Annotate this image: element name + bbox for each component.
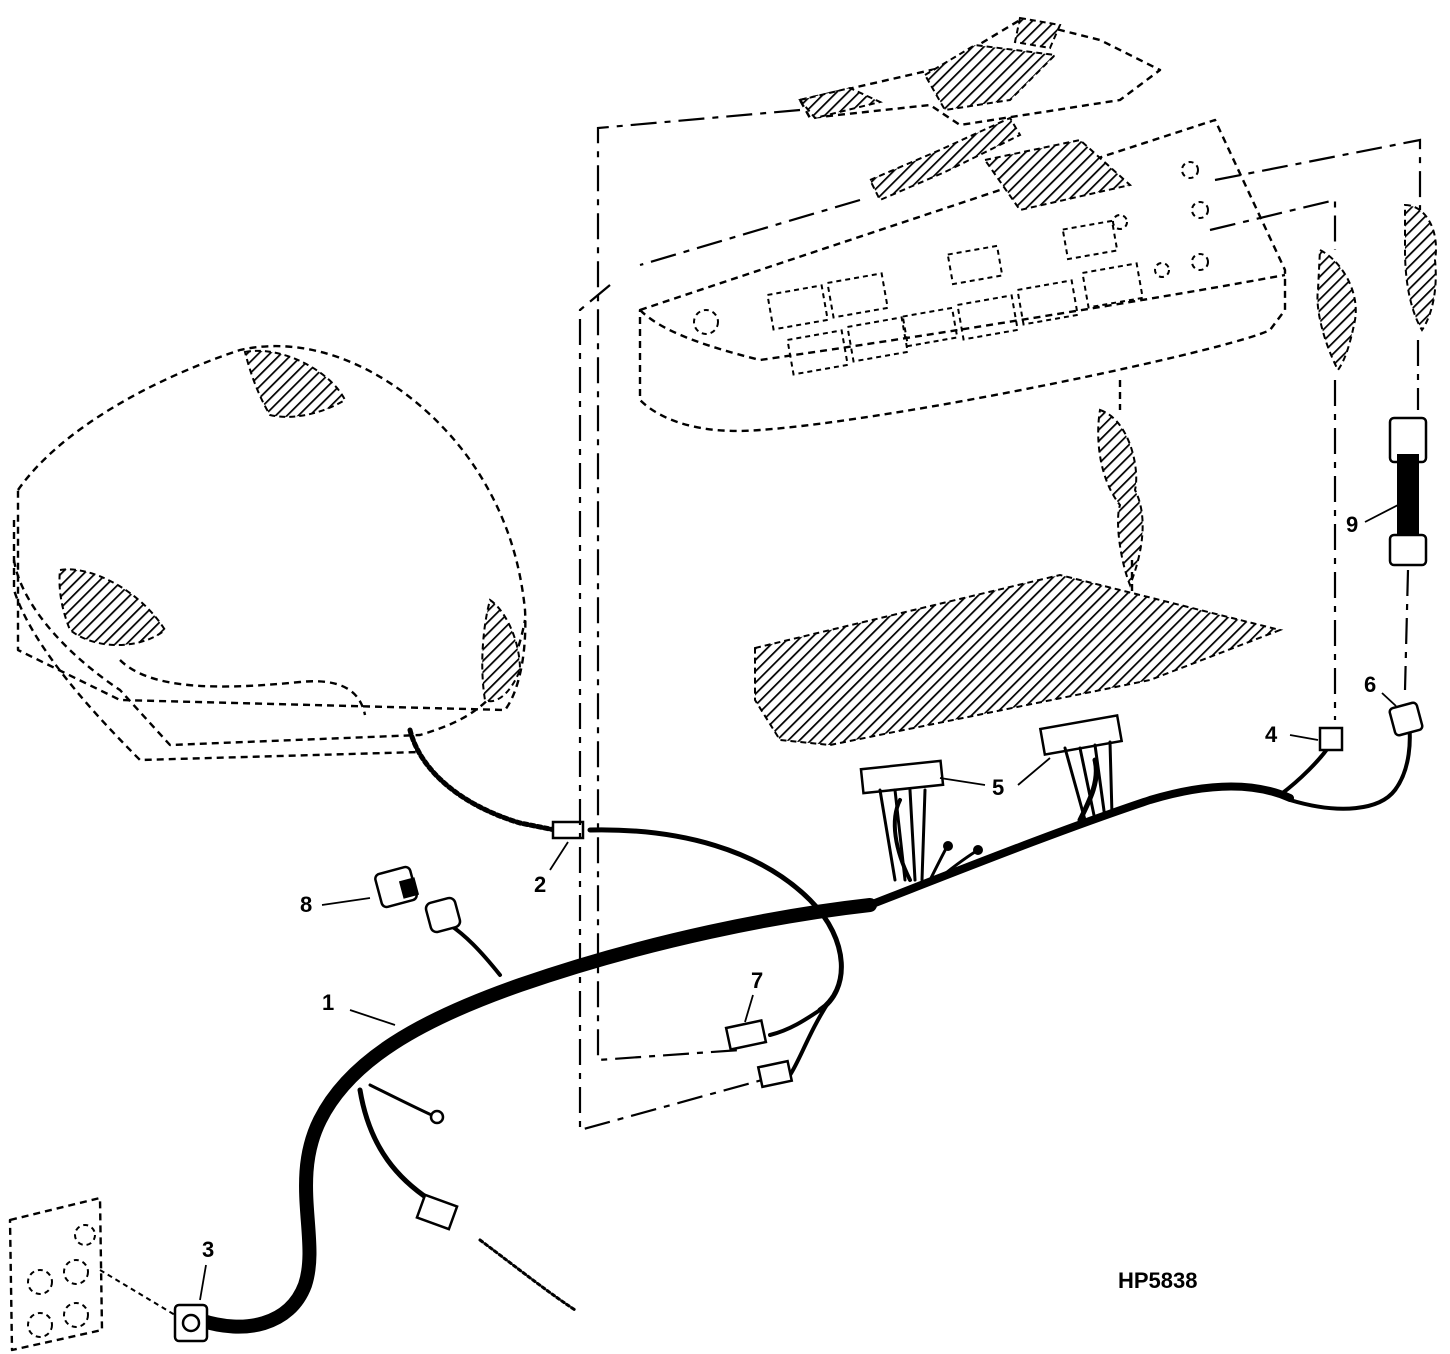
main-wiring-harness: [193, 713, 1412, 1334]
top-bracket-phantom: [798, 16, 1162, 202]
jumper-body: [1397, 454, 1419, 546]
callout-5: 5: [992, 775, 1004, 800]
jumper-part-9: [1388, 416, 1428, 567]
callout-7: 7: [751, 968, 763, 993]
callout-1: 1: [322, 990, 334, 1015]
control-panel-phantom: [638, 118, 1287, 433]
connectors: [173, 701, 1424, 1343]
seat-pigtail-wire: [407, 727, 585, 840]
jumper-bottom-plug: [1388, 533, 1428, 567]
circuit-board-phantom: [754, 380, 1284, 747]
callout-4: 4: [1265, 722, 1278, 747]
seat-connector: [551, 820, 585, 840]
connector-5a: [859, 759, 945, 795]
harness-lower-connector: [415, 1193, 459, 1231]
connector-7b: [756, 1059, 794, 1089]
mounting-plate-phantom: [8, 1196, 176, 1352]
callout-6: 6: [1364, 672, 1376, 697]
relay-socket: [424, 896, 462, 934]
connector-6: [1388, 701, 1424, 737]
callout-9: 9: [1346, 512, 1358, 537]
connector-4: [1318, 726, 1344, 752]
callout-labels: 1 2 3 4 5 6 7 8 9: [202, 512, 1376, 1262]
mounting-frame-phantom: [578, 108, 861, 1132]
callout-2: 2: [534, 872, 546, 897]
ring-terminal: [429, 1109, 445, 1125]
connector-7a: [724, 1019, 768, 1051]
figure-id: HP5838: [1118, 1268, 1198, 1293]
seat-housing-phantom: [12, 344, 527, 762]
connector-leader-lines: [1209, 138, 1437, 720]
connector-5b: [1038, 713, 1124, 757]
callout-8: 8: [300, 892, 312, 917]
callout-leaders: [199, 504, 1399, 1301]
callout-3: 3: [202, 1237, 214, 1262]
